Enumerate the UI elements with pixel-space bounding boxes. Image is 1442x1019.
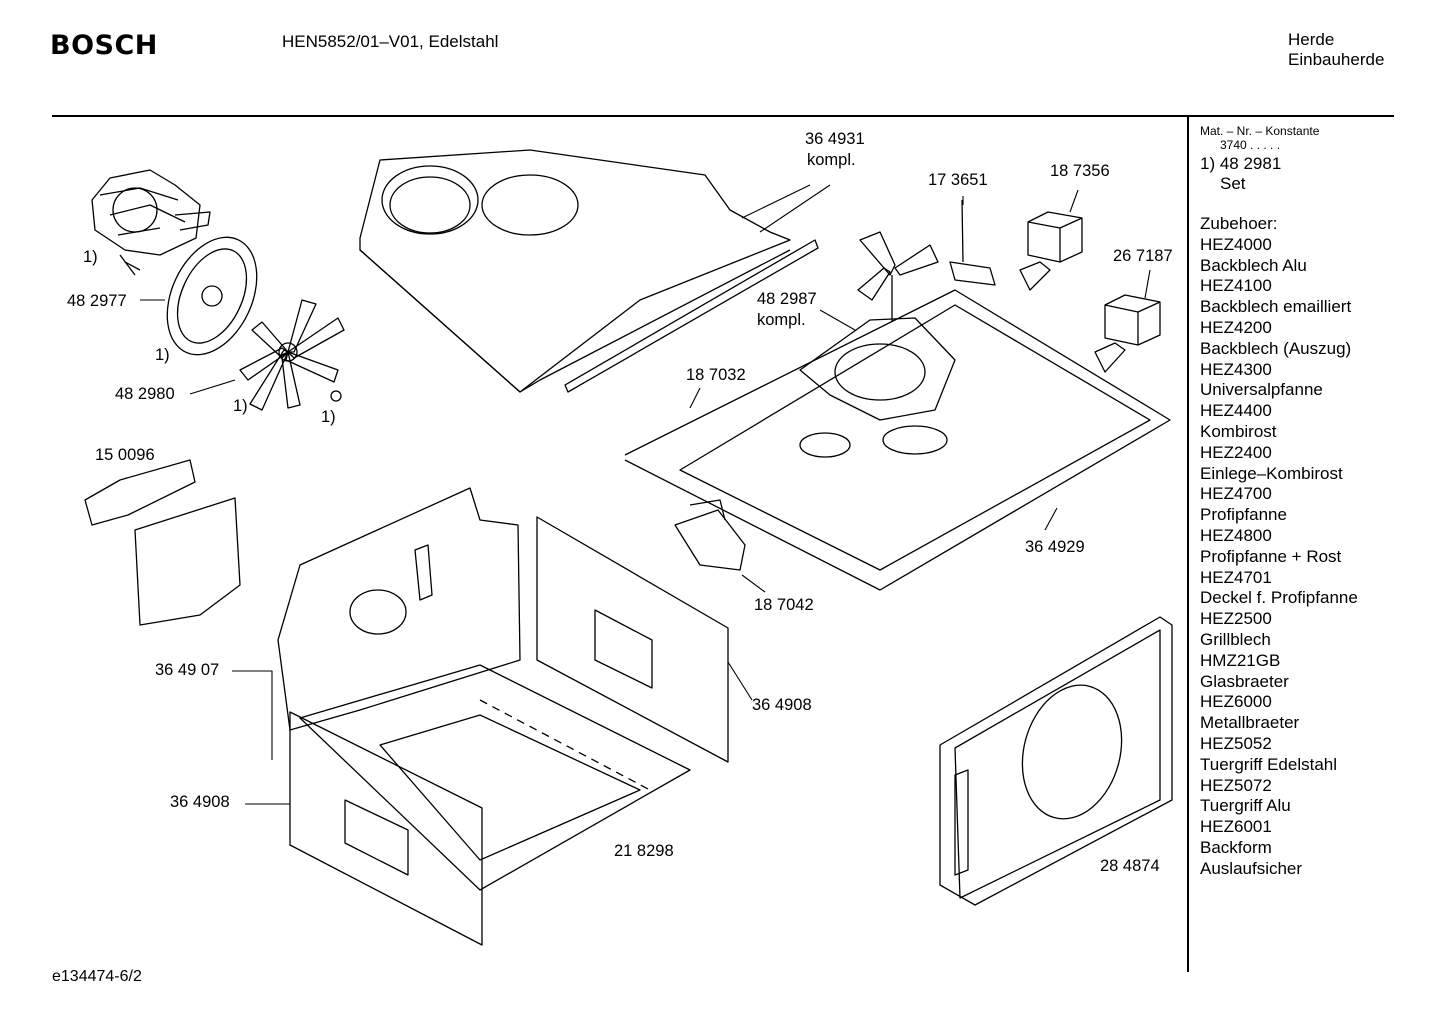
accessory-item: Profipfanne [1200,505,1287,525]
part-label-482987: 48 2987 [757,290,817,308]
accessory-item: Backblech (Auszug) [1200,338,1352,358]
category: Herde Einbauherde [1288,30,1384,70]
thermostat-drawing [950,200,995,285]
oven-floor-drawing [300,665,690,890]
top-plate-drawing [625,290,1170,590]
accessory-item: Glasbraeter [1200,671,1289,691]
parts-sidebar: Mat. – Nr. – Konstante 3740 . . . . . 1)… [1200,124,1358,880]
accessory-item: HEZ5052 [1200,733,1272,753]
cooling-fan-drawing [800,232,955,420]
part-label-187356: 18 7356 [1050,162,1110,180]
accessory-item: Backblech Alu [1200,255,1307,275]
part-label-364908-right: 36 4908 [752,696,812,714]
accessory-item: HMZ21GB [1200,650,1281,670]
part-label-364929: 36 4929 [1025,538,1085,556]
accessory-item: Tuergriff Edelstahl [1200,754,1338,774]
part-note-482987: kompl. [757,311,806,329]
accessory-item: HEZ6001 [1200,817,1272,837]
fan-shroud-drawing [150,223,275,369]
accessory-item: Backform [1200,837,1272,857]
rear-wall-drawing [278,488,520,730]
fan-wheel-drawing [240,300,344,410]
accessory-item: Einlege–Kombirost [1200,463,1343,483]
accessory-item: Auslaufsicher [1200,858,1303,878]
mat-nr-label: Mat. – Nr. – Konstante [1200,124,1320,138]
fan-motor-drawing [92,170,210,275]
accessory-item: HEZ4000 [1200,234,1272,254]
side-wall-left-drawing [290,712,482,945]
konstante-value: 3740 . . . . . [1220,138,1281,152]
duct-cover-drawing [360,150,818,392]
accessory-item: Metallbraeter [1200,713,1300,733]
accessory-item: HEZ4701 [1200,567,1272,587]
door-switch-drawing [675,500,745,570]
note-marker-nut: 1) [321,408,336,426]
note-marker-shroud: 1) [155,346,170,364]
accessory-item: HEZ6000 [1200,692,1272,712]
document-id: e134474-6/2 [52,968,142,985]
oven-door-drawing [940,617,1172,905]
accessories-title: Zubehoer: [1200,214,1278,233]
part-label-267187: 26 7187 [1113,247,1173,265]
accessory-item: Universalpfanne [1200,380,1323,400]
note-marker-motor: 1) [83,248,98,266]
accessory-item: HEZ4800 [1200,525,1272,545]
part-label-482977: 48 2977 [67,292,127,310]
part-label-364907: 36 49 07 [155,661,220,679]
connector-board-drawing [85,460,240,625]
part-label-187032: 18 7032 [686,366,746,384]
set-ref-number: 1) 48 2981 [1200,154,1282,173]
category-line-2: Einbauherde [1288,50,1385,69]
part-label-482980: 48 2980 [115,385,175,403]
accessory-item: Backblech emailliert [1200,297,1352,317]
relay-2-drawing [1095,295,1160,372]
model-title: HEN5852/01–V01, Edelstahl [282,32,499,51]
accessory-item: HEZ4400 [1200,401,1272,421]
sidebar-divider [1187,117,1189,972]
part-label-364931: 36 4931 [805,130,865,148]
accessory-item: Profipfanne + Rost [1200,546,1342,566]
accessory-item: HEZ4200 [1200,317,1272,337]
part-note-364931: kompl. [807,151,856,169]
part-label-364908-left: 36 4908 [170,793,230,811]
accessory-item: HEZ4100 [1200,276,1272,296]
header-divider [52,115,1394,117]
accessory-item: HEZ2400 [1200,442,1272,462]
accessory-item: HEZ4700 [1200,484,1272,504]
accessory-item: Tuergriff Alu [1200,796,1291,816]
brand-logo: BOSCH [50,30,158,61]
part-label-284874: 28 4874 [1100,857,1160,875]
part-label-150096: 15 0096 [95,446,155,464]
relay-1-drawing [1020,212,1082,290]
accessory-item: Kombirost [1200,421,1277,441]
note-marker-fan-wheel: 1) [233,397,248,415]
part-label-187042: 18 7042 [754,596,814,614]
accessory-item: HEZ2500 [1200,609,1272,629]
accessory-item: HEZ4300 [1200,359,1272,379]
accessory-item: Grillblech [1200,629,1271,649]
leader-lines [140,185,1150,804]
category-line-1: Herde [1288,30,1335,49]
set-label: Set [1220,174,1246,193]
side-wall-right-drawing [537,517,728,762]
accessory-item: HEZ5072 [1200,775,1272,795]
part-label-173651: 17 3651 [928,171,988,189]
accessory-item: Deckel f. Profipfanne [1200,588,1358,608]
part-label-218298: 21 8298 [614,842,674,860]
